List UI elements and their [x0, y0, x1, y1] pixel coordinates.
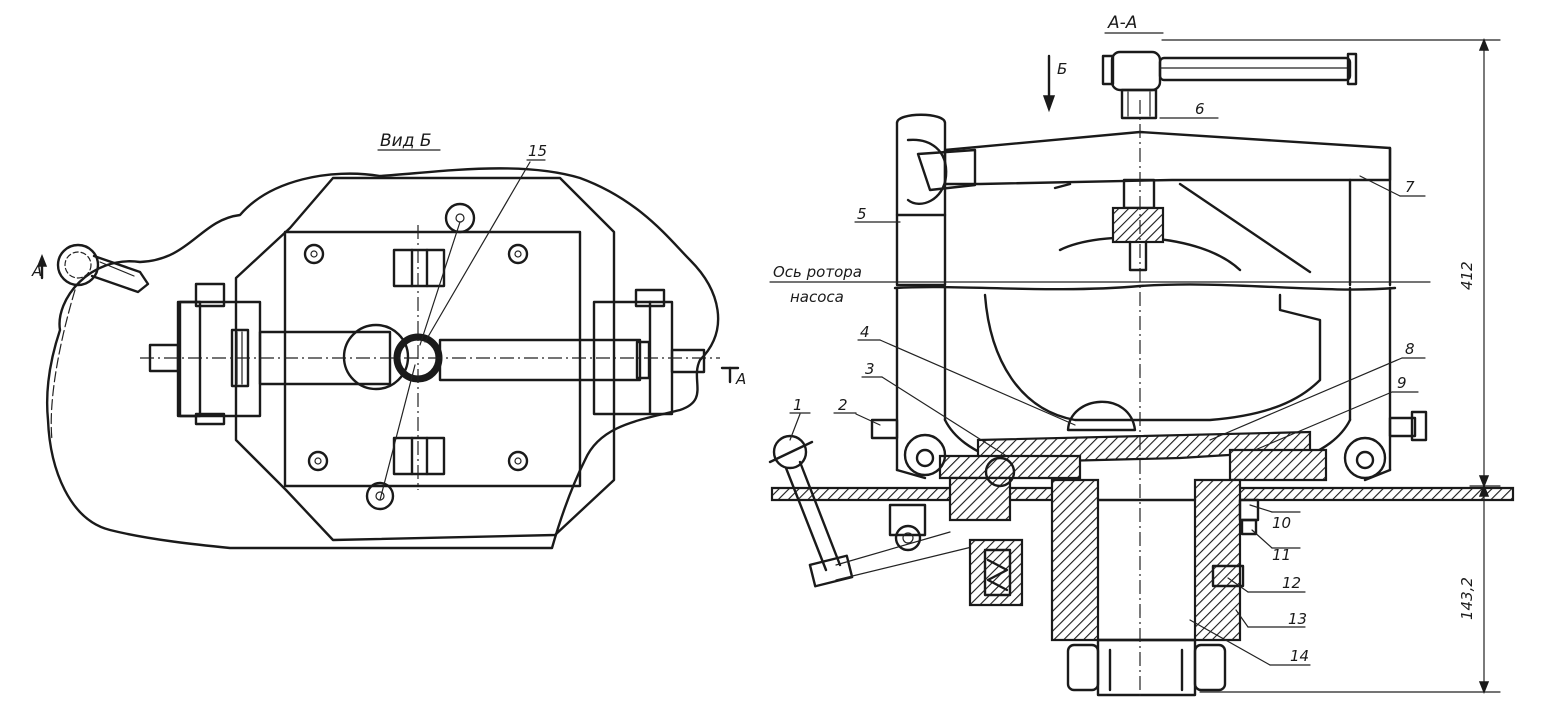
section-mark-left: А: [31, 262, 42, 280]
break-outline: [45, 167, 720, 550]
crossbeam-part-7: [943, 130, 1392, 186]
left-view: Вид Б 15 А А: [31, 131, 746, 550]
ball-part-4: [1066, 400, 1137, 432]
callout-15: 15: [528, 142, 547, 160]
callout-6: 6: [1195, 100, 1205, 118]
dimension-143-2: 143,2: [1458, 577, 1476, 620]
callout-10: 10: [1272, 514, 1291, 532]
bolt-group: [303, 202, 529, 511]
section-aa-title: А-А: [1107, 13, 1137, 33]
callout-3: 3: [865, 360, 875, 378]
view-b-title: Вид Б: [380, 131, 432, 151]
callout-13: 13: [1288, 610, 1307, 628]
right-view: А-А Б Ось: [768, 13, 1515, 700]
shaft-part-14: [1096, 638, 1197, 697]
callout-2: 2: [838, 396, 848, 414]
view-arrow-label: Б: [1057, 60, 1067, 78]
handle-rotated: [50, 243, 150, 441]
axis-label-line1: Ось ротора: [773, 263, 862, 281]
lever-part-1: [768, 434, 981, 588]
callout-11: 11: [1272, 546, 1291, 564]
callout-8: 8: [1405, 340, 1415, 358]
t-handle: [1101, 50, 1358, 120]
callout-12: 12: [1282, 574, 1301, 592]
callout-5: 5: [857, 205, 867, 223]
housing-part-13: [1050, 478, 1100, 642]
dimension-lines: 412 143,2: [1161, 37, 1501, 695]
callout-9: 9: [1397, 374, 1407, 392]
callout-14: 14: [1290, 647, 1309, 665]
section-mark-right: А: [735, 370, 746, 388]
clamp-frame: [283, 230, 582, 488]
callout-1: 1: [793, 396, 803, 414]
base-plate: [234, 176, 616, 542]
callout-4: 4: [860, 323, 870, 341]
dimension-412: 412: [1458, 261, 1476, 290]
column-part-5: [895, 113, 947, 287]
axis-label-line2: насоса: [790, 288, 844, 306]
callout-7: 7: [1405, 178, 1415, 196]
